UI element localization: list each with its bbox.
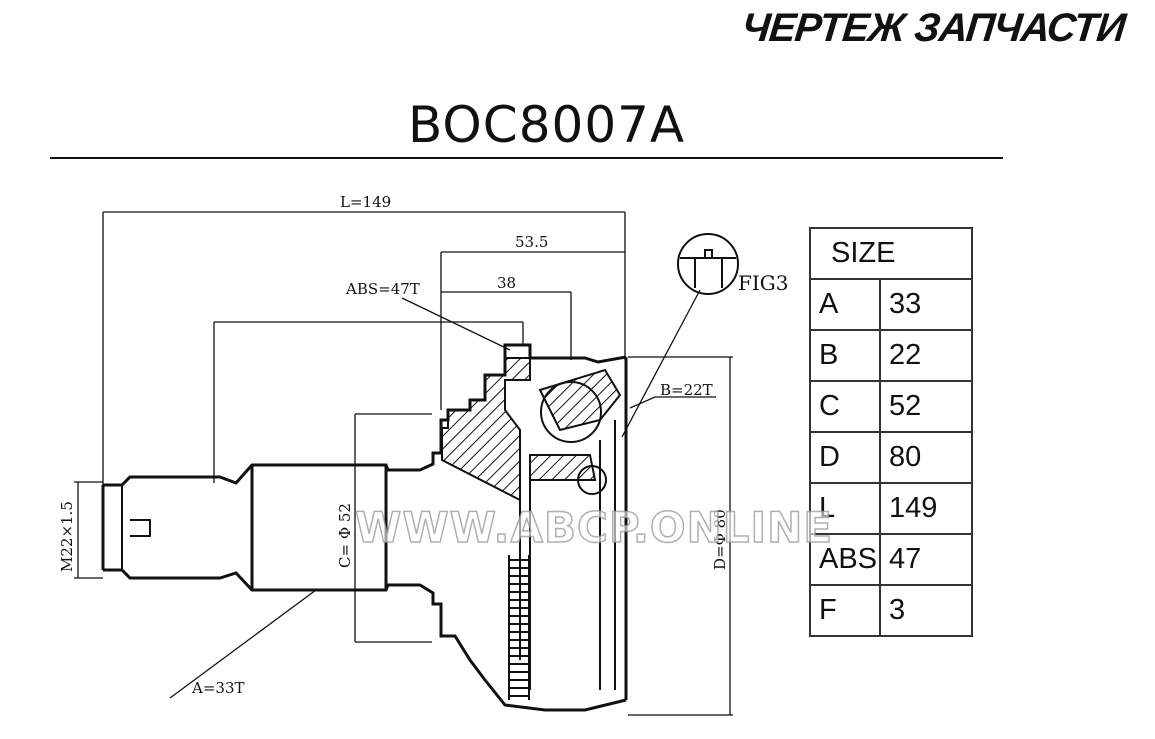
size-key: ABS [809,533,881,586]
size-row-b: B 22 [809,329,973,382]
dim-a-splines: A=33T [191,679,245,697]
dim-length: L=149 [340,193,391,211]
size-row-abs: ABS 47 [809,533,973,586]
size-value: 33 [879,278,973,331]
size-row-f: F 3 [809,584,973,637]
bearing-detail [519,381,616,690]
size-table-header: SIZE [809,227,973,280]
part-number: BOC8007A [408,96,686,154]
size-key: C [809,380,881,433]
watermark: WWW.ABCP.ONLINE [354,502,833,553]
dim-d-diameter: D=Φ 80 [711,509,729,570]
size-value: 80 [879,431,973,484]
fig3-callout [677,233,739,295]
size-value: 22 [879,329,973,382]
dimension-lines [74,211,733,716]
size-key: B [809,329,881,382]
size-key: F [809,584,881,637]
shaft-body [101,343,628,712]
size-value: 3 [879,584,973,637]
size-value: 149 [879,482,973,535]
size-row-d: D 80 [809,431,973,484]
dim-thread: M22×1.5 [58,501,76,572]
size-key: A [809,278,881,331]
dim-fig3: FIG3 [738,271,788,295]
size-table-header-row: SIZE [809,227,973,280]
dim-c-diameter: C= Φ 52 [336,503,354,568]
size-value: 47 [879,533,973,586]
size-row-c: C 52 [809,380,973,433]
size-key: D [809,431,881,484]
size-value: 52 [879,380,973,433]
size-table: SIZE A 33 B 22 C 52 D 80 L 149 ABS 47 F … [809,227,973,637]
title-rule [50,157,1003,159]
dim-b-splines: B=22T [660,381,713,399]
size-key: L [809,482,881,535]
dim-38: 38 [497,274,516,292]
size-row-a: A 33 [809,278,973,331]
hatched-housing [441,357,622,502]
dim-53-5: 53.5 [515,233,548,251]
size-row-l: L 149 [809,482,973,535]
dim-abs: ABS=47T [345,280,420,298]
